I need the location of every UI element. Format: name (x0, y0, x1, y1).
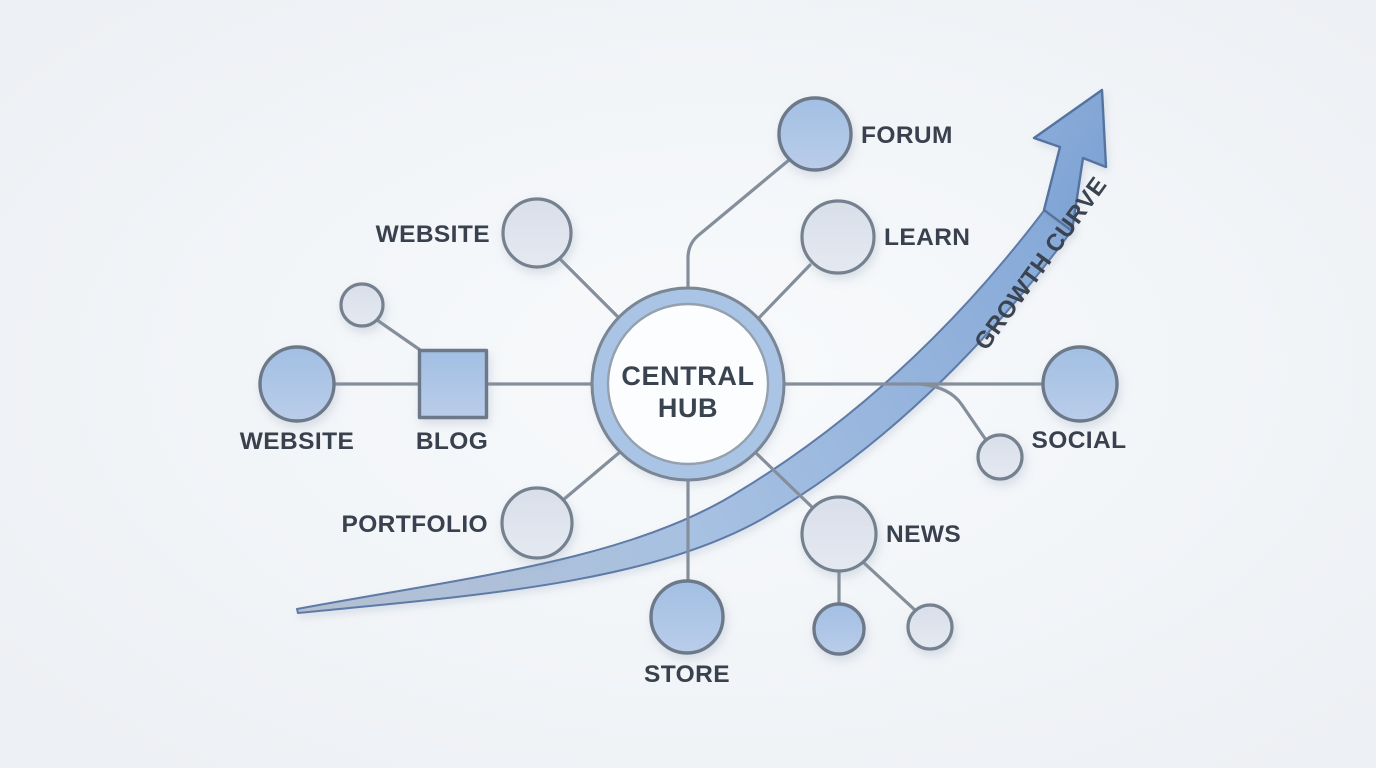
label-website-top: WEBSITE (376, 221, 490, 248)
node-store (649, 579, 725, 655)
label-forum: FORUM (861, 122, 953, 149)
label-news: NEWS (886, 521, 961, 548)
central-hub-outer-ring (590, 286, 786, 482)
edge-central-hub-forum (686, 158, 791, 296)
edge-central-hub-portfolio (561, 450, 622, 502)
edge-social-branch-social-child (918, 382, 988, 442)
label-portfolio: PORTFOLIO (341, 511, 488, 538)
nodes-layer (258, 96, 1119, 656)
node-central-hub: CENTRAL HUB (590, 286, 786, 482)
node-learn (800, 199, 876, 275)
node-news (800, 495, 878, 573)
node-forum (777, 96, 853, 172)
growth-arrowhead-icon (1032, 88, 1108, 233)
label-learn: LEARN (884, 224, 970, 251)
node-social (1041, 345, 1119, 423)
edge-central-hub-news (754, 451, 815, 510)
edge-website-top-central-hub (558, 257, 624, 323)
node-news-child-1 (812, 602, 866, 656)
central-hub-inner-ring (606, 302, 770, 466)
edge-central-hub-learn (753, 263, 812, 324)
node-portfolio (500, 486, 574, 560)
node-connector-dot (339, 282, 385, 328)
central-hub-circle (592, 288, 784, 480)
label-website-left: WEBSITE (240, 428, 354, 455)
central-hub-label-line1: CENTRAL (621, 361, 754, 391)
edge-connector-dot-blog (375, 318, 425, 354)
labels-layer: WEBSITE BLOG WEBSITE PORTFOLIO FORUM LEARN STO… (240, 122, 1127, 688)
edges-layer (332, 158, 1043, 613)
label-social: SOCIAL (1032, 427, 1127, 454)
node-website-left (258, 345, 336, 423)
node-social-child (976, 433, 1024, 481)
node-website-top (501, 197, 573, 269)
label-blog: BLOG (416, 428, 488, 455)
node-blog (417, 348, 489, 420)
growth-curve-label: GROWTH CURVE (969, 172, 1112, 355)
central-hub-label-line2: HUB (658, 393, 718, 423)
label-store: STORE (644, 661, 730, 688)
node-news-child-2 (906, 603, 954, 651)
edge-news-news-child-2 (861, 560, 918, 613)
